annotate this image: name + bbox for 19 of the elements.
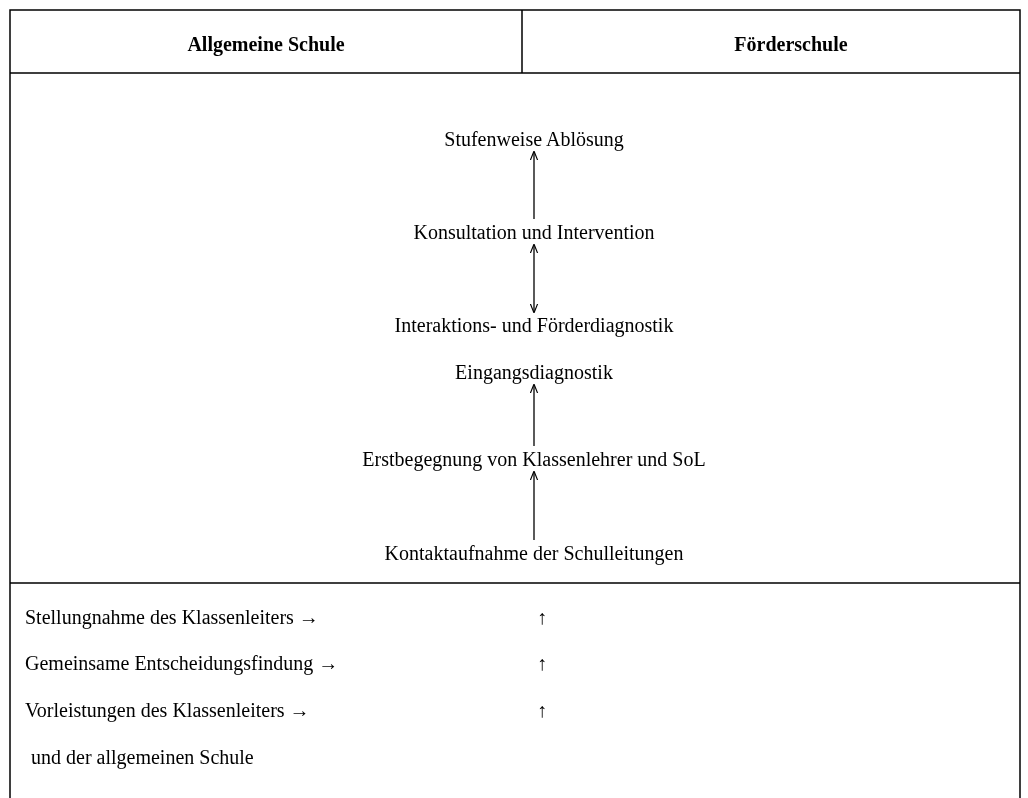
column-header: Allgemeine Schule bbox=[187, 32, 345, 57]
step-text: Konsultation und Intervention bbox=[413, 219, 655, 245]
column-header: Förderschule bbox=[734, 32, 848, 57]
row-text: Vorleistungen des Klassenleiters → bbox=[25, 698, 310, 723]
step-text: Stufenweise Ablösung bbox=[444, 126, 624, 152]
step-text: Interaktions- und Förderdiagnostik bbox=[394, 312, 674, 338]
step-text: Eingangsdiagnostik bbox=[455, 359, 613, 385]
row-text: und der allgemeinen Schule bbox=[31, 745, 254, 770]
row-text: Gemeinsame Entscheidungsfindung → bbox=[25, 651, 339, 676]
row-text: Stellungnahme des Klassenleiters → bbox=[25, 605, 319, 630]
arrow bbox=[529, 383, 539, 447]
step-text: Kontaktaufnahme der Schulleitungen bbox=[384, 540, 684, 566]
arrow bbox=[529, 470, 539, 541]
arrow-glyph: ↑ bbox=[537, 605, 547, 630]
arrow-glyph: ↑ bbox=[537, 698, 547, 723]
arrow bbox=[529, 243, 539, 314]
arrow-glyph: ↑ bbox=[537, 651, 547, 676]
arrow bbox=[529, 150, 539, 220]
step-text: Erstbegegnung von Klassenlehrer und SoL bbox=[362, 446, 706, 472]
